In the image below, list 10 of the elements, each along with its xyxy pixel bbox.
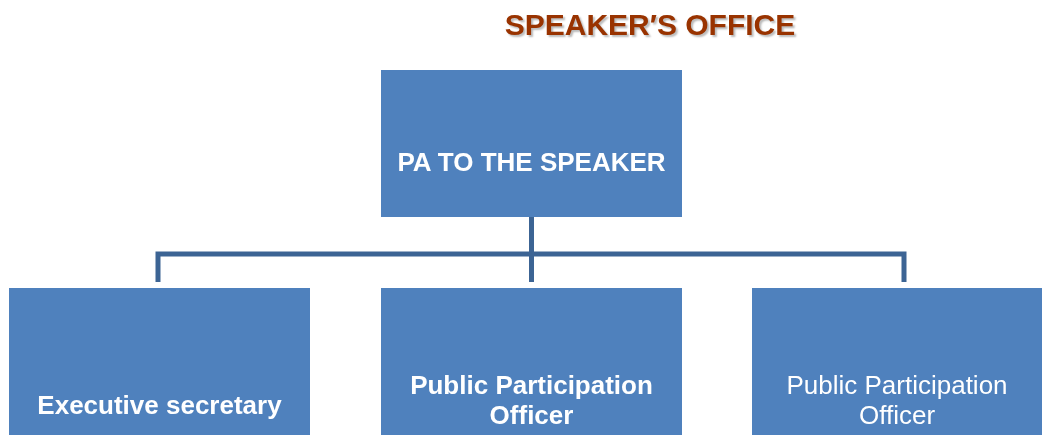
org-box [381,70,682,217]
org-box [9,288,310,435]
position-title: Public Participation Officer [785,370,1009,430]
position-title: Public Participation Officer [409,370,654,430]
title: SPEAKER′S OFFICE [503,8,797,42]
position-title: PA TO THE SPEAKER [397,147,666,177]
position-title: Executive secretary [37,390,282,420]
connector-line [529,217,907,282]
org-box [381,288,682,435]
org-box [752,288,1042,435]
